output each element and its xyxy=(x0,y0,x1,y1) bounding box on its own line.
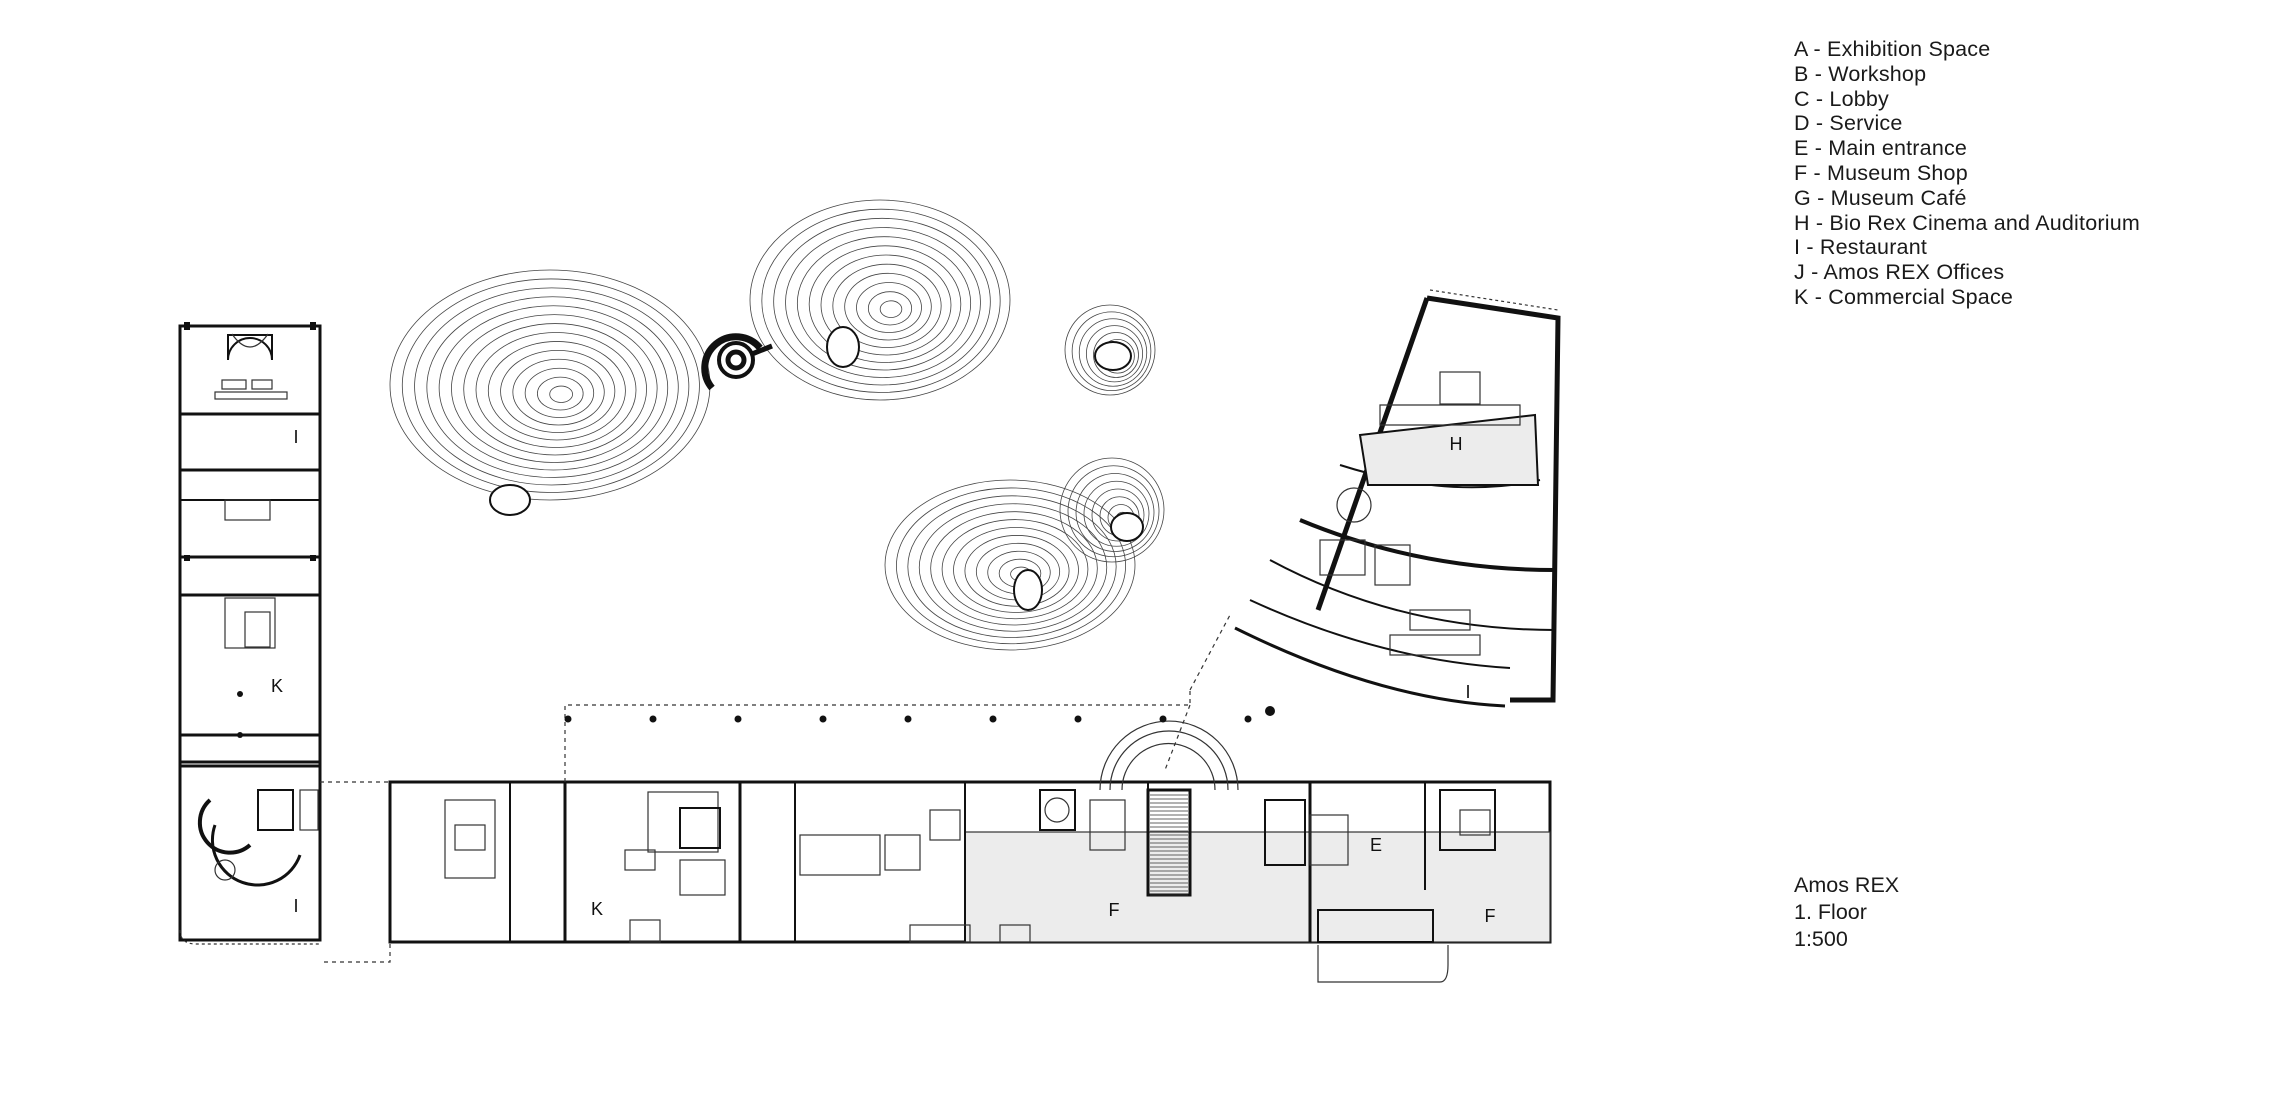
southwest-restaurant: I xyxy=(178,760,322,945)
room-label-h-cinema: H xyxy=(1450,434,1463,454)
skylight-opening xyxy=(489,484,531,516)
legend-item: B - Workshop xyxy=(1794,61,1927,86)
dome-contour-ring xyxy=(1085,325,1144,383)
dome-contour-ring xyxy=(953,527,1079,613)
dome-contour-ring xyxy=(856,282,922,333)
column xyxy=(734,715,742,723)
legend-item: J - Amos REX Offices xyxy=(1794,260,2005,285)
column xyxy=(1159,715,1167,723)
dome-contour-ring xyxy=(879,300,903,318)
dome-contour-ring xyxy=(475,332,637,448)
dome-contour-ring xyxy=(1083,480,1150,547)
dome-contour-ring xyxy=(785,227,981,378)
skylight-opening xyxy=(1094,341,1132,371)
dome-contour-ring xyxy=(808,245,962,363)
legend-item: A - Exhibition Space xyxy=(1794,37,1991,61)
dome-contour-ring xyxy=(487,341,626,441)
dome-contour-ring xyxy=(1059,457,1165,563)
dome-contour-ring xyxy=(512,358,605,426)
room-label-k-south: K xyxy=(591,899,603,919)
dome-contour-ring xyxy=(414,287,690,486)
room-label-f-center: F xyxy=(1109,900,1120,920)
connector-outline xyxy=(320,781,391,963)
west-tower: I K xyxy=(178,322,322,768)
dome-contour-ring xyxy=(451,314,658,463)
dome-contour-ring xyxy=(907,495,1117,638)
dome-contour-ring xyxy=(749,199,1011,401)
legend-item: C - Lobby xyxy=(1794,86,1890,111)
dome-contour-ring xyxy=(820,254,952,356)
dome-contour-ring xyxy=(549,385,573,403)
dome-contour-ring xyxy=(1078,318,1148,387)
room-label-f-east: F xyxy=(1485,906,1496,926)
dome-contour-ring xyxy=(401,278,700,493)
legend-list: A - Exhibition Space B - Workshop C - Lo… xyxy=(1794,37,2140,310)
courtyard-outline xyxy=(564,614,1275,782)
column xyxy=(904,715,912,723)
spiral-stair-icon xyxy=(701,333,773,391)
dome-contour-ring xyxy=(884,479,1136,651)
dome-contour-ring xyxy=(896,487,1126,645)
legend-item: F - Museum Shop xyxy=(1794,160,1968,185)
room-label-e-entrance: E xyxy=(1370,835,1382,855)
dome-contour-ring xyxy=(941,519,1089,620)
dome-contour-ring xyxy=(1071,311,1152,392)
column xyxy=(564,715,572,723)
dome-contour-ring xyxy=(1075,473,1155,552)
legend-item: I - Restaurant xyxy=(1794,235,1928,260)
dome-contour-ring xyxy=(438,305,669,471)
column xyxy=(989,715,997,723)
skylight-opening xyxy=(826,326,860,368)
dome-contour-ring xyxy=(773,217,991,386)
dome-contour-ring xyxy=(1091,488,1145,542)
dome-contour-ring xyxy=(1093,332,1139,378)
dome-contour-ring xyxy=(537,376,584,411)
column xyxy=(819,715,827,723)
cinema-wedge: H I xyxy=(1234,289,1561,708)
legend-item: K - Commercial Space xyxy=(1794,284,2014,309)
dome-contour-ring xyxy=(524,367,595,418)
scale-label: 1:500 xyxy=(1794,927,1848,951)
plan-caption: Amos REX 1. Floor 1:500 xyxy=(1794,872,1899,953)
legend-item: H - Bio Rex Cinema and Auditorium xyxy=(1794,210,2140,235)
dome-contour-ring xyxy=(463,323,647,456)
dome-contours xyxy=(389,199,1165,651)
main-stair xyxy=(1150,794,1188,896)
room-label-i-west: I xyxy=(293,427,298,447)
legend-item: D - Service xyxy=(1794,111,1903,136)
dome-contour-ring xyxy=(867,291,913,326)
dome-contour-ring xyxy=(1067,465,1160,558)
room-label-i-southwest: I xyxy=(293,896,298,916)
skylight-opening xyxy=(1013,569,1043,611)
room-label-i-east: I xyxy=(1465,682,1470,702)
column xyxy=(1244,715,1252,723)
dome-contour-ring xyxy=(1064,304,1156,396)
dome-contour-ring xyxy=(500,349,616,433)
legend-item: E - Main entrance xyxy=(1794,136,1968,161)
legend-item: G - Museum Café xyxy=(1794,185,1967,210)
building-name: Amos REX xyxy=(1794,873,1900,897)
dome-contour-ring xyxy=(426,296,679,478)
dome-contour-ring xyxy=(930,511,1098,626)
dome-contour-ring xyxy=(389,269,711,501)
room-label-k-west: K xyxy=(271,676,283,696)
column xyxy=(1074,715,1082,723)
dome-contour-ring xyxy=(796,236,972,371)
column xyxy=(649,715,657,723)
south-block: K F E F xyxy=(388,720,1552,983)
dome-contour-ring xyxy=(844,272,932,341)
dome-contour-ring xyxy=(964,535,1070,607)
dome-contour-ring xyxy=(918,503,1108,632)
dome-contour-ring xyxy=(832,263,942,348)
floor-label: 1. Floor xyxy=(1794,900,1867,924)
skylight-opening xyxy=(1110,512,1144,542)
museum-shop-fill xyxy=(965,832,1550,942)
dome-contour-ring xyxy=(761,208,1001,393)
